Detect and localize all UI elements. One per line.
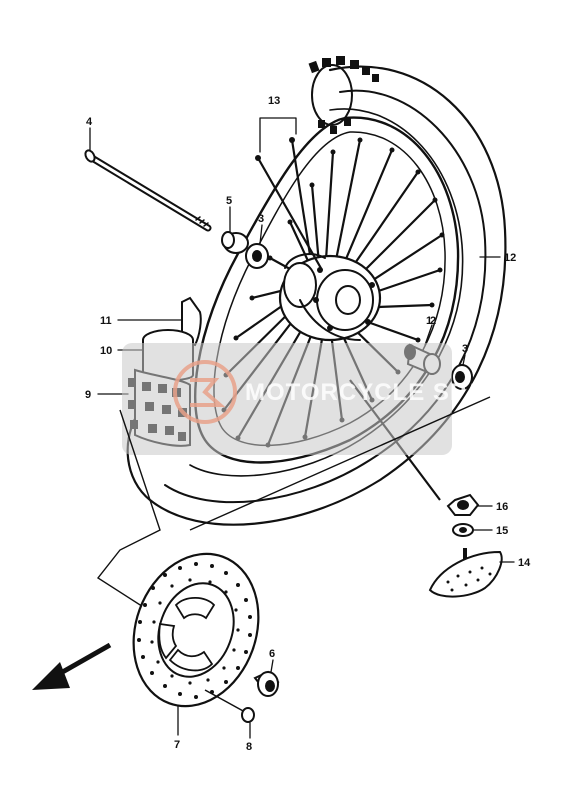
- part-14-rimlock: [428, 548, 515, 598]
- callout-11: 11: [100, 315, 112, 327]
- part-5-collar: [221, 206, 249, 254]
- callout-7: 7: [174, 739, 180, 751]
- callout-4: 4: [86, 116, 93, 128]
- direction-arrow-icon: [32, 642, 112, 690]
- callout-14: 14: [518, 557, 531, 569]
- callout-9: 9: [85, 389, 91, 401]
- watermark: MOTORCYCLE SPARE PARTS: [122, 343, 577, 455]
- part-13-spokes: [255, 117, 323, 271]
- part-6-spacer: [253, 659, 280, 697]
- guide-lines: [96, 396, 491, 611]
- callout-12: 12: [504, 252, 516, 264]
- callout-8: 8: [246, 741, 252, 753]
- watermark-text: MOTORCYCLE SPARE PARTS: [245, 379, 577, 406]
- part-7-brake-disc: [132, 552, 260, 736]
- disc-holes: [137, 562, 252, 699]
- callout-16: 16: [496, 501, 508, 513]
- part-8-bolt: [204, 689, 255, 739]
- callout-3b: 3: [462, 343, 468, 355]
- part-3a-bearing: [245, 224, 269, 269]
- watermark-logo-icon: [173, 360, 237, 424]
- part-16-nut: [446, 493, 493, 516]
- callout-13: 13: [268, 95, 280, 107]
- callout-5: 5: [226, 195, 232, 207]
- callout-2: 2: [430, 315, 436, 327]
- callout-6: 6: [269, 648, 275, 660]
- callout-1: 1: [426, 315, 432, 327]
- callout-15: 15: [496, 525, 508, 537]
- part-15-washer: [452, 523, 493, 537]
- callout-10: 10: [100, 345, 112, 357]
- callout-labels: 1 2 3 3 4 5 6 7 8 9 10 11 12 13 14 15 16: [85, 95, 531, 753]
- part-4-axle: [84, 127, 212, 232]
- tire-tread: [308, 56, 379, 134]
- callout-3a: 3: [258, 213, 264, 225]
- hub: [278, 253, 382, 342]
